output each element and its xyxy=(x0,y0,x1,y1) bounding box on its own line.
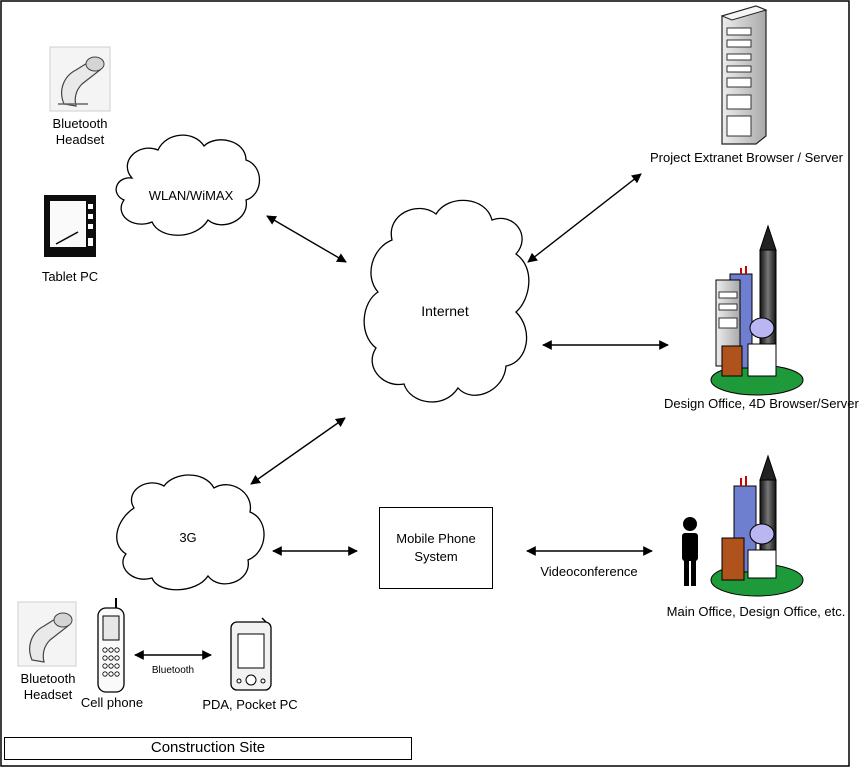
construction-site-label: Construction Site xyxy=(150,739,266,756)
arrow-wlan-internet xyxy=(266,215,347,263)
three-g-label: 3G xyxy=(179,530,197,545)
pda-label: PDA, Pocket PC xyxy=(202,697,298,712)
tablet-pc-label: Tablet PC xyxy=(41,269,99,284)
bluetooth-headset-bottom-icon xyxy=(17,601,77,667)
wlan-label: WLAN/WiMAX xyxy=(148,188,234,203)
design-office-buildings-icon xyxy=(710,224,804,396)
bluetooth-headset-top-label: Bluetooth Headset xyxy=(52,116,108,147)
arrow-internet-extranet xyxy=(527,173,642,263)
mobile-phone-system-label: Mobile Phone System xyxy=(396,531,476,564)
bluetooth-headset-bottom-label: Bluetooth Headset xyxy=(20,671,76,702)
videoconference-label: Videoconference xyxy=(540,564,638,579)
wlan-cloud xyxy=(115,134,260,236)
person-icon xyxy=(682,517,698,586)
mobile-phone-system-box xyxy=(379,507,493,589)
cell-phone-icon xyxy=(97,598,125,693)
arrow-internet-3g xyxy=(250,417,346,485)
tablet-pc-icon xyxy=(44,195,96,257)
internet-cloud xyxy=(363,199,530,403)
three-g-cloud xyxy=(116,474,265,591)
project-extranet-label: Project Extranet Browser / Server xyxy=(650,150,843,165)
design-office-label: Design Office, 4D Browser/Server xyxy=(664,396,859,411)
main-office-buildings-icon xyxy=(710,454,804,597)
bluetooth-link-label: Bluetooth xyxy=(151,665,195,676)
main-office-label: Main Office, Design Office, etc. xyxy=(666,604,846,619)
construction-site-box xyxy=(4,737,412,760)
internet-label: Internet xyxy=(421,303,469,319)
pda-icon xyxy=(230,617,272,691)
server-tower-icon xyxy=(720,5,768,145)
cell-phone-label: Cell phone xyxy=(80,695,144,710)
bluetooth-headset-icon xyxy=(49,46,111,112)
